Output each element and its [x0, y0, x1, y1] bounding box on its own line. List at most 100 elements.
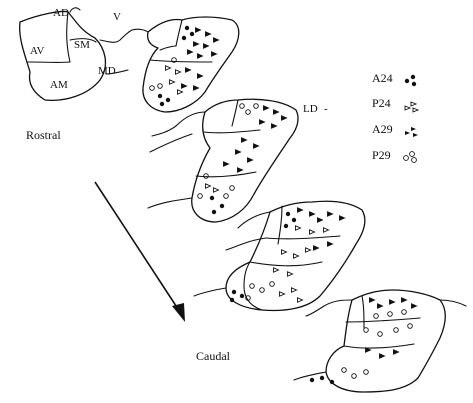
a24-marker [232, 290, 236, 294]
section-2-region [148, 99, 298, 222]
p24-marker [274, 268, 279, 272]
p24-marker [166, 66, 171, 70]
filled-triangle-icon [405, 127, 418, 137]
a24-marker [166, 98, 170, 102]
a29-marker [238, 168, 243, 172]
p29-marker [374, 314, 379, 319]
p24-marker [206, 184, 211, 188]
a29-marker [264, 106, 269, 110]
region-label-ld-dash: - [324, 103, 328, 115]
p24-marker [310, 230, 315, 234]
p29-marker [270, 282, 275, 287]
a29-marker [378, 304, 383, 308]
p29-marker [224, 194, 229, 199]
a29-marker [214, 38, 219, 42]
a24-marker [182, 36, 186, 40]
a29-marker [328, 242, 333, 246]
a24-marker [240, 294, 244, 298]
p29-marker [352, 374, 357, 379]
a29-marker [206, 32, 211, 36]
p29-marker [378, 332, 383, 337]
a29-marker [248, 158, 253, 162]
a29-marker [394, 350, 399, 354]
region-label-ad: AD [53, 7, 69, 19]
p29-marker [408, 324, 413, 329]
a24-marker [185, 26, 189, 30]
a29-marker [194, 86, 199, 90]
a29-marker [370, 298, 375, 302]
a29-marker [318, 218, 323, 222]
a24-marker [292, 218, 296, 222]
region-label-md: MD [98, 65, 116, 77]
a24-marker [320, 376, 324, 380]
a29-marker [182, 84, 187, 88]
p29-marker [150, 86, 155, 91]
legend-label-p24: P24 [372, 96, 391, 110]
rostral-label: Rostral [26, 128, 61, 142]
p29-marker [342, 368, 347, 373]
p24-marker [178, 90, 183, 94]
a29-marker [260, 120, 265, 124]
p29-marker [240, 104, 245, 109]
a24-marker [160, 102, 164, 106]
a29-marker [198, 54, 203, 58]
p24-marker [280, 292, 285, 296]
p24-marker [324, 228, 329, 232]
a29-marker [274, 110, 279, 114]
p24-marker [214, 188, 219, 192]
caudal-label: Caudal [196, 349, 231, 363]
a24-marker [220, 204, 224, 208]
a29-marker [328, 212, 333, 216]
p24-marker [288, 272, 293, 276]
a29-marker [254, 144, 259, 148]
region-label-v: V [113, 11, 121, 23]
a24-marker [158, 94, 162, 98]
a29-marker [194, 42, 199, 46]
a29-marker [340, 216, 345, 220]
a24-marker [330, 380, 334, 384]
a29-marker [310, 212, 315, 216]
p29-marker [158, 84, 163, 89]
p29-marker [254, 104, 259, 109]
p29-marker [260, 288, 265, 293]
a29-marker [204, 44, 209, 48]
p24-marker [282, 250, 287, 254]
p29-marker [402, 310, 407, 315]
a29-marker [314, 246, 319, 250]
p29-marker [394, 328, 399, 333]
a24-marker [286, 212, 290, 216]
section-1-shaded-region [143, 17, 239, 112]
a29-marker [390, 300, 395, 304]
region-label-am: AM [50, 79, 68, 91]
p29-marker [230, 186, 235, 191]
a24-marker [190, 32, 194, 36]
a29-marker [198, 74, 203, 78]
legend-label-a24: A24 [372, 71, 393, 85]
a29-marker [380, 354, 385, 358]
p24-marker [176, 70, 181, 74]
a29-marker [236, 150, 241, 154]
a29-marker [196, 28, 201, 32]
region-label-ld: LD [303, 103, 318, 115]
p24-marker [298, 298, 303, 302]
a24-marker [230, 298, 234, 302]
a29-marker [224, 162, 229, 166]
region-label-sm: SM [74, 39, 90, 51]
a24-marker [310, 378, 314, 382]
a29-marker [412, 304, 417, 308]
p24-marker [294, 254, 299, 258]
a29-marker [188, 50, 193, 54]
open-circle-icon [404, 152, 417, 163]
a29-marker [298, 208, 303, 212]
legend-label-a29: A29 [372, 122, 393, 136]
p24-marker [296, 226, 301, 230]
a29-marker [212, 52, 217, 56]
p29-marker [364, 370, 369, 375]
p29-marker [204, 174, 209, 179]
p29-marker [198, 194, 203, 199]
rostral-caudal-arrow [95, 182, 185, 322]
p24-marker [170, 80, 175, 84]
a29-marker [402, 298, 407, 302]
region-label-av: AV [30, 45, 45, 57]
